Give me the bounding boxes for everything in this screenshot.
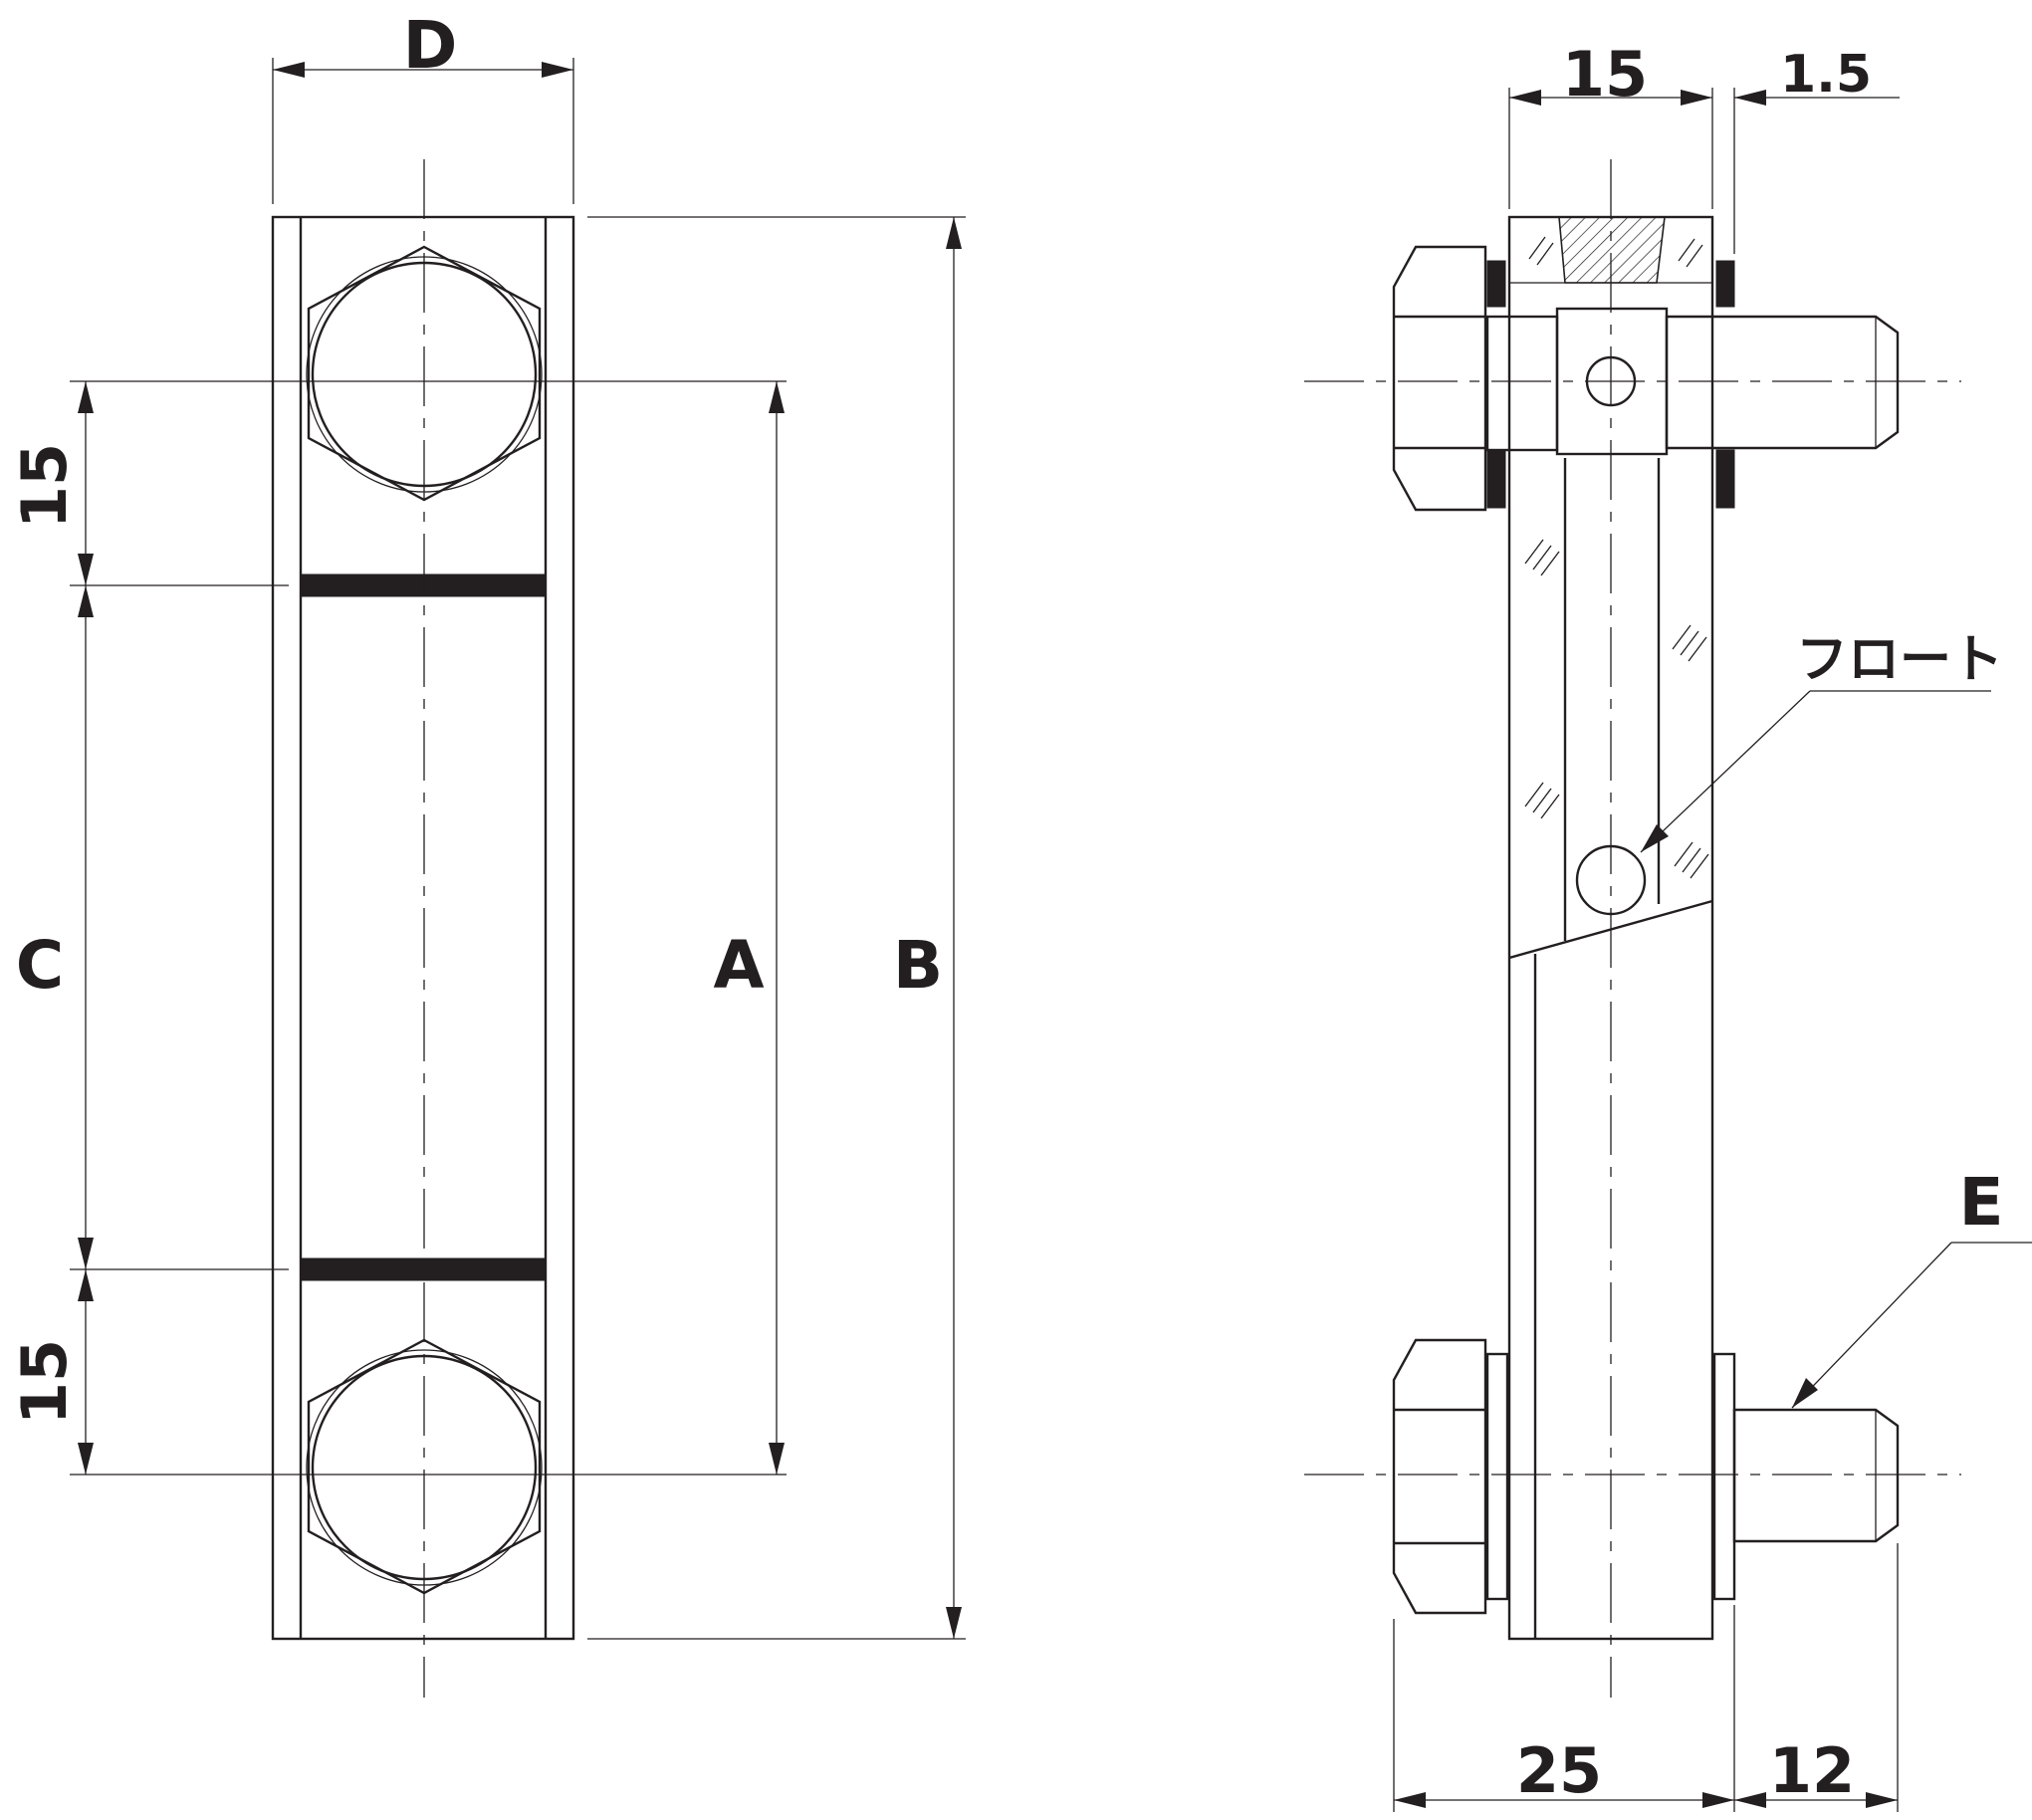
side-bottom-hex-nut (1392, 1338, 1487, 1615)
side-top-hatch (1558, 216, 1666, 284)
side-gasket-top-left (1486, 260, 1506, 308)
float-label: フロート (1796, 630, 2003, 690)
side-gasket-top-right (1715, 260, 1735, 308)
dim-side-1-5-label: 1.5 (1780, 45, 1872, 105)
side-view: 15 1.5 フロート E (1304, 38, 2032, 1812)
dim-d-label: D (403, 7, 458, 84)
dim-c-label: C (16, 927, 64, 1004)
side-gasket-mid-right (1715, 449, 1735, 509)
front-gasket-top (300, 573, 547, 597)
hex-nut-icon (307, 245, 542, 502)
dim-side-15-label: 15 (1562, 38, 1648, 111)
dim-side-1-5: 1.5 (1734, 45, 1900, 106)
front-view: D B A (8, 7, 966, 1698)
dim-b-label: B (893, 927, 943, 1004)
side-bottom-collar-left (1485, 1352, 1509, 1601)
dim-a: A (713, 380, 787, 1476)
dim-side-bottom: 25 12 (1393, 1543, 1899, 1812)
side-top-collar (1485, 315, 1559, 452)
dim-b: B (587, 216, 966, 1640)
dim-side-25-label: 25 (1516, 1734, 1602, 1807)
e-leader: E (1791, 1164, 2032, 1409)
side-bottom-thread (1732, 1408, 1900, 1543)
side-bottom-collar-right (1712, 1352, 1736, 1601)
glass-reflection-marks (1524, 236, 1709, 879)
dim-a-label: A (713, 927, 764, 1004)
float-leader: フロート (1640, 630, 2003, 853)
dim-15-top-label: 15 (8, 443, 81, 529)
side-top-hex-nut (1392, 245, 1487, 512)
front-gasket-bottom (300, 1257, 547, 1281)
side-gasket-mid-left (1486, 449, 1506, 509)
dim-side-12-label: 12 (1769, 1734, 1855, 1807)
e-label: E (1958, 1164, 2003, 1241)
dim-left-stack: 15 C 15 (8, 381, 94, 1475)
dim-d: D (272, 7, 574, 204)
dim-side-15: 15 (1508, 38, 1735, 254)
side-top-thread (1665, 315, 1900, 450)
dim-15-bottom-label: 15 (8, 1339, 81, 1425)
front-body-outline (271, 215, 575, 1641)
